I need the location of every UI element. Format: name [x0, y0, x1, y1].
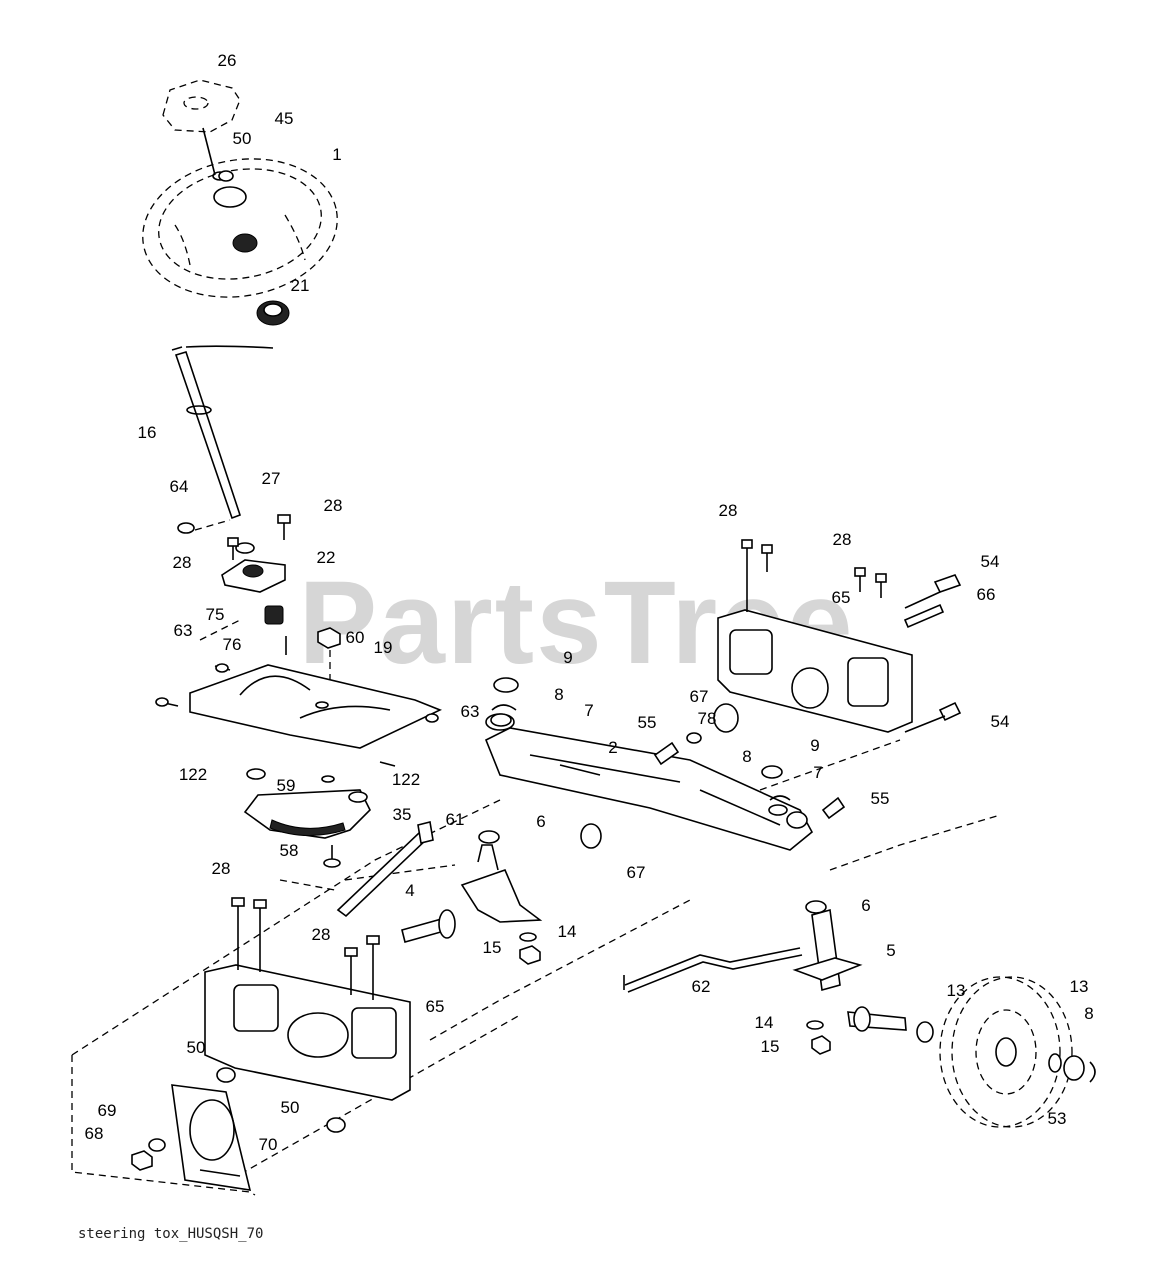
callout-28: 28: [212, 859, 231, 878]
callout-59: 59: [277, 776, 296, 795]
nut-50[interactable]: [216, 170, 346, 1133]
spindle-left[interactable]: [401, 844, 543, 943]
callout-122: 122: [179, 765, 207, 784]
callout-60: 60: [346, 628, 365, 647]
callout-50: 50: [281, 1098, 300, 1117]
callout-65: 65: [832, 588, 851, 607]
callout-54: 54: [991, 712, 1010, 731]
callout-1: 1: [332, 145, 341, 164]
callout-7: 7: [813, 763, 822, 782]
callout-78: 78: [698, 709, 717, 728]
callout-55: 55: [638, 713, 657, 732]
callout-54: 54: [981, 552, 1000, 571]
callout-22: 22: [317, 548, 336, 567]
callout-28: 28: [324, 496, 343, 515]
pinion-gear[interactable]: [264, 605, 287, 655]
callout-8: 8: [554, 685, 563, 704]
assembly-guide-lines: [71, 519, 1001, 1196]
mount-plate[interactable]: [131, 1084, 252, 1191]
callout-6: 6: [536, 812, 545, 831]
callout-64: 64: [170, 477, 189, 496]
pivot-pins[interactable]: [580, 703, 846, 849]
frame-bracket-right[interactable]: [717, 539, 913, 733]
steering-wheel-cap[interactable]: [162, 79, 241, 176]
callout-16: 16: [138, 423, 157, 442]
callout-13: 13: [947, 981, 966, 1000]
sector-gear[interactable]: [243, 768, 371, 868]
callout-2: 2: [608, 738, 617, 757]
callout-15: 15: [761, 1037, 780, 1056]
callout-65: 65: [426, 997, 445, 1016]
bracket-bolts-right[interactable]: [903, 574, 962, 733]
callout-15: 15: [483, 938, 502, 957]
frame-bracket-left[interactable]: [204, 897, 411, 1101]
callout-67: 67: [690, 687, 709, 706]
callout-45: 45: [275, 109, 294, 128]
diagram-caption: steering tox_HUSQSH_70: [78, 1226, 264, 1242]
callout-76: 76: [223, 635, 242, 654]
steering-shaft[interactable]: [171, 346, 242, 520]
front-axle[interactable]: [484, 713, 814, 851]
callout-8: 8: [742, 747, 751, 766]
callout-7: 7: [584, 701, 593, 720]
callout-9: 9: [563, 648, 572, 667]
callout-70: 70: [259, 1135, 278, 1154]
steering-support-bracket[interactable]: [221, 542, 286, 593]
callout-55: 55: [871, 789, 890, 808]
callout-75: 75: [206, 605, 225, 624]
callout-5: 5: [886, 941, 895, 960]
callout-63: 63: [461, 702, 480, 721]
callout-26: 26: [218, 51, 237, 70]
callout-67: 67: [627, 863, 646, 882]
callout-63: 63: [174, 621, 193, 640]
callout-69: 69: [98, 1101, 117, 1120]
callout-4: 4: [405, 881, 414, 900]
tie-rod[interactable]: [623, 947, 803, 993]
callout-14: 14: [558, 922, 577, 941]
callout-58: 58: [280, 841, 299, 860]
callout-66: 66: [977, 585, 996, 604]
callout-21: 21: [291, 276, 310, 295]
callout-28: 28: [173, 553, 192, 572]
callout-8: 8: [1084, 1004, 1093, 1023]
callout-35: 35: [393, 805, 412, 824]
drag-link[interactable]: [336, 821, 434, 918]
spindle-hardware[interactable]: [519, 932, 831, 1055]
nut-60[interactable]: [317, 627, 341, 649]
callout-27: 27: [262, 469, 281, 488]
callout-9: 9: [810, 736, 819, 755]
callout-28: 28: [312, 925, 331, 944]
callout-61: 61: [446, 810, 465, 829]
callout-122: 122: [392, 770, 420, 789]
fasteners-63-64[interactable]: [155, 522, 439, 723]
spindle-right[interactable]: [792, 908, 934, 1043]
bolt-28-upper[interactable]: [227, 514, 291, 560]
callout-62: 62: [692, 977, 711, 996]
callout-13: 13: [1070, 977, 1089, 996]
callout-28: 28: [719, 501, 738, 520]
callout-19: 19: [374, 638, 393, 657]
callout-50: 50: [233, 129, 252, 148]
callout-14: 14: [755, 1013, 774, 1032]
steering-plate[interactable]: [159, 664, 442, 767]
callout-68: 68: [85, 1124, 104, 1143]
callout-53: 53: [1048, 1109, 1067, 1128]
steering-wheel[interactable]: [132, 144, 349, 312]
front-wheel[interactable]: [939, 976, 1096, 1128]
axle-bushings-right[interactable]: [761, 765, 827, 914]
callout-28: 28: [833, 530, 852, 549]
callout-50: 50: [187, 1038, 206, 1057]
callout-6: 6: [861, 896, 870, 915]
axle-bushings-left[interactable]: [478, 677, 519, 844]
steering-adapter[interactable]: [185, 300, 290, 349]
